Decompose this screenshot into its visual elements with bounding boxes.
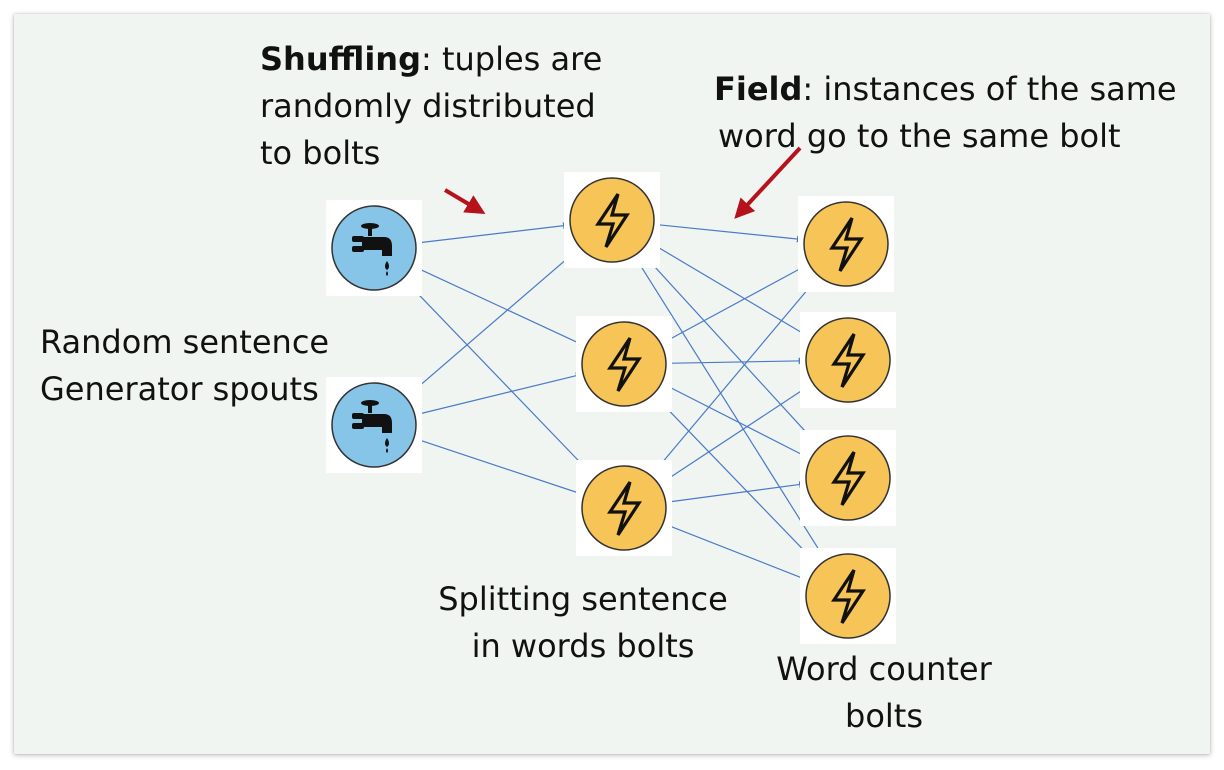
- field-pointer-arrow: [734, 146, 802, 219]
- shuffle-edge-1-3: [402, 277, 595, 478]
- count-bolt-node-3: [800, 430, 896, 526]
- spouts-label-line2: Generator spouts: [40, 370, 319, 408]
- shuffle-edge-2-3: [413, 437, 584, 496]
- field-text-line2: word go to the same bolt: [718, 117, 1121, 155]
- shuffling-text-line3: to bolts: [260, 134, 381, 172]
- split-bolts-label-line1: Splitting sentence: [438, 580, 728, 618]
- field-edge-1-4: [633, 255, 826, 561]
- field-edge-1-3: [639, 250, 820, 447]
- count-bolt-node-1: [798, 196, 894, 292]
- diagram-canvas: Shuffling: tuples are randomly distribut…: [14, 14, 1210, 754]
- split-bolts-label: Splitting sentence in words bolts: [428, 576, 738, 670]
- field-text: : instances of the same: [802, 70, 1177, 108]
- split-bolt-node-3: [576, 460, 672, 556]
- shuffle-edge-2-1: [405, 247, 580, 399]
- count-bolts-label-line1: Word counter: [776, 650, 992, 688]
- field-edge-3-3: [665, 481, 807, 503]
- field-edge-3-4: [662, 522, 809, 582]
- split-bolt-node-2: [576, 316, 672, 412]
- spouts-label-line1: Random sentence: [40, 323, 330, 361]
- split-bolts-label-line2: in words bolts: [471, 627, 695, 665]
- spouts-label: Random sentence Generator spouts: [40, 319, 329, 413]
- spout-node-2: [326, 377, 422, 473]
- shuffle-edge-1-2: [411, 265, 586, 347]
- shuffle-edge-2-2: [414, 372, 583, 416]
- field-edge-2-1: [660, 263, 809, 345]
- count-bolt-node-2: [800, 312, 896, 408]
- shuffle-edge-1-1: [415, 222, 570, 244]
- shuffling-term: Shuffling: [260, 40, 421, 78]
- field-edge-2-2: [665, 357, 806, 365]
- count-bolts-label-line2: bolts: [845, 697, 923, 735]
- field-term: Field: [714, 70, 803, 108]
- spout-node-1: [326, 200, 422, 296]
- shuffling-text: : tuples are: [420, 40, 603, 78]
- field-edge-3-2: [658, 383, 813, 486]
- count-bolts-label: Word counter bolts: [754, 646, 1014, 740]
- field-edge-2-4: [652, 393, 819, 566]
- shuffling-pointer-arrow: [443, 188, 486, 215]
- field-edge-1-1: [653, 223, 804, 243]
- shuffling-annotation: Shuffling: tuples are randomly distribut…: [260, 36, 602, 177]
- count-bolt-node-4: [800, 548, 896, 644]
- field-edge-3-1: [650, 276, 819, 477]
- shuffling-text-line2: randomly distributed: [260, 87, 596, 125]
- split-bolt-node-1: [564, 172, 660, 268]
- field-edge-1-2: [647, 240, 812, 339]
- field-annotation: Field: instances of the same word go to …: [714, 66, 1177, 160]
- field-edge-2-3: [661, 382, 811, 460]
